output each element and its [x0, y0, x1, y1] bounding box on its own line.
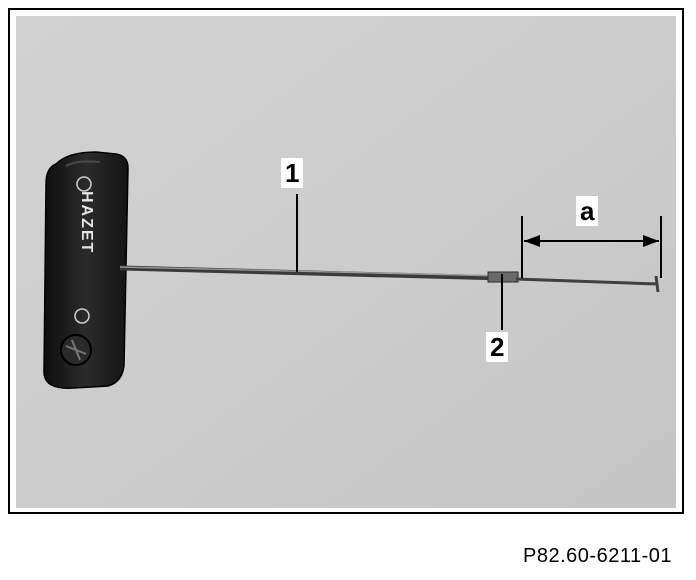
figure-caption: P82.60-6211-01 — [523, 545, 672, 567]
callout-label-2: 2 — [486, 332, 509, 362]
tool-handle: HAZET — [43, 151, 129, 389]
handle-brand-text: HAZET — [78, 191, 95, 254]
callout-label-a: a — [576, 196, 599, 226]
tool-rod — [119, 265, 660, 293]
figure-frame: HAZET 1 2 a — [8, 8, 684, 514]
callout-label-1: 1 — [281, 158, 304, 188]
tool-photo: HAZET — [16, 16, 676, 508]
dimension-a — [521, 216, 662, 278]
